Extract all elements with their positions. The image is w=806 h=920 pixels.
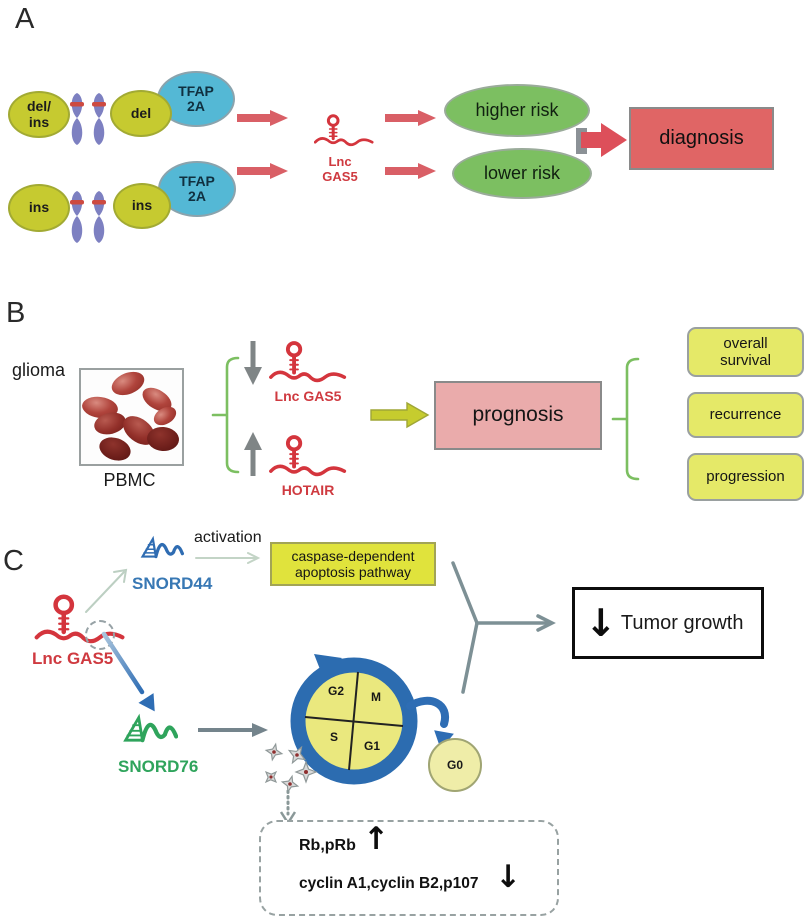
genotype-del-ellipse: del [110,90,172,137]
phase-g2-label: G2 [328,684,345,698]
higher-risk-ellipse: higher risk [444,84,590,137]
yellow-right-arrow-icon [370,401,430,429]
g0-circle: G0 [428,738,482,792]
gas5-to-snord44-arrow-icon [85,568,128,613]
lnc-gas5-label: Lnc GAS5 [274,388,342,404]
cyclins-label: cyclin A1,cyclin B2,p107 [299,875,479,892]
diagnosis-box: diagnosis [629,107,774,170]
up-arrow-icon [244,432,262,476]
panel-a-label: A [15,3,35,35]
hotair-label: HOTAIR [281,482,335,498]
overall-survival-box: overall survival [687,327,804,377]
snorna-region-dashed-circle [85,620,115,650]
pbmc-label: PBMC [103,470,156,490]
progression-box: progression [687,453,804,501]
hotair-rna-icon [269,435,347,477]
down-arrow-icon [244,341,262,385]
down-arrow-icon: ↓ [585,601,617,645]
up-arrow-icon: ↑ [363,821,389,857]
snord76-label: SNORD76 [118,757,199,776]
activation-label: activation [194,529,262,546]
genotype-ins-left-ellipse: ins [8,184,70,232]
right-arrow-icon [385,110,436,126]
lnc-gas5-rna-icon [269,341,347,383]
cell-cycle-wheel [290,654,418,785]
pbmc-blood-cells-image [79,368,184,466]
genotype-del-ins-ellipse: del/ ins [8,91,70,138]
tumor-growth-box: ↓ Tumor growth [572,587,764,659]
down-arrow-icon: ↓ [495,859,521,895]
panel-c-label: C [3,545,24,577]
snord76-to-cycle-arrow-icon [198,723,268,737]
recurrence-box: recurrence [687,392,804,438]
snord44-label: SNORD44 [132,574,213,593]
glioma-label: glioma [12,360,66,380]
phase-s-label: S [330,730,339,744]
bracket-left-icon [211,356,240,474]
gas5-to-snord76-arrow-icon [101,631,155,712]
snord44-snorna-icon [140,535,185,559]
activation-arrow-icon [195,552,261,564]
phase-m-label: M [371,690,381,704]
lower-risk-ellipse: lower risk [452,148,592,199]
chromosome-pair-icon-top [70,93,106,145]
right-arrow-icon [385,163,436,179]
tfap2a-ellipse-bottom: TFAP 2A [158,161,236,217]
tumor-growth-label: Tumor growth [620,611,744,634]
lnc-gas5-label: Lnc GAS5 [32,649,114,668]
rb-prb-label: Rb,pRb [299,837,356,854]
gene-regulation-dashed-box: Rb,pRb ↑ cyclin A1,cyclin B2,p107 ↓ [259,820,559,916]
lnc-gas5-rna-icon [314,114,374,147]
cycle-direction-arrowhead-icon [314,654,342,677]
phase-g1-label: G1 [364,739,381,753]
panel-b-label: B [6,297,26,329]
big-right-arrow-icon [576,123,627,157]
right-arrow-icon [237,163,288,179]
prognosis-box: prognosis [434,381,602,450]
converging-arrows-icon [451,561,556,694]
caspase-apoptosis-box: caspase-dependent apoptosis pathway [270,542,436,586]
right-arrow-icon [237,110,288,126]
lnc-gas5-label: Lnc GAS5 [322,154,358,184]
chromosome-pair-icon-bottom [70,191,106,243]
apoptotic-cells-icon [264,742,318,794]
bracket-right-icon [611,357,640,481]
snord76-snorna-icon [123,713,178,743]
genotype-ins-right-ellipse: ins [113,183,171,229]
